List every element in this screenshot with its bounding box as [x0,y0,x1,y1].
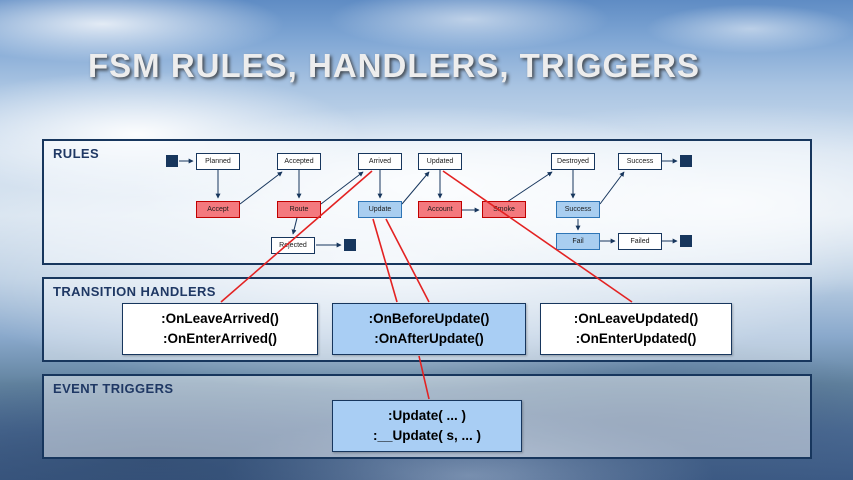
fsm-node-accepted: Accepted [277,153,321,170]
fsm-node-route: Route [277,201,321,218]
handler-line: :OnEnterArrived() [162,331,277,346]
end-terminal-square-rejected [344,239,356,251]
fsm-node-updated: Updated [418,153,462,170]
fsm-node-success-state: Success [618,153,662,170]
transition-handlers-panel-title: TRANSITION HANDLERS [53,284,216,299]
start-terminal-square [166,155,178,167]
handler-line: :OnAfterUpdate() [374,331,484,346]
fsm-node-fail: Fail [556,233,600,250]
fsm-node-arrived: Arrived [358,153,402,170]
handler-line: :OnEnterUpdated() [575,331,697,346]
fsm-node-planned: Planned [196,153,240,170]
fsm-node-success-event: Success [556,201,600,218]
slide-title: FSM RULES, HANDLERS, TRIGGERS [88,47,701,84]
fsm-node-destroyed: Destroyed [551,153,595,170]
fsm-node-failed: Failed [618,233,662,250]
rules-panel-title: RULES [53,146,100,161]
handler-box-update: :OnBeforeUpdate() :OnAfterUpdate() [332,303,526,355]
trigger-line: :__Update( s, ... ) [372,428,482,443]
fsm-node-smoke: Smoke [482,201,526,218]
handler-box-arrived: :OnLeaveArrived() :OnEnterArrived() [122,303,318,355]
event-triggers-panel-title: EVENT TRIGGERS [53,381,174,396]
handler-line: :OnLeaveUpdated() [573,311,699,327]
fsm-node-rejected: Rejected [271,237,315,254]
end-terminal-square-success [680,155,692,167]
trigger-line: :Update( ... ) [388,408,466,424]
handler-box-updated: :OnLeaveUpdated() :OnEnterUpdated() [540,303,732,355]
end-terminal-square-failed [680,235,692,247]
fsm-node-account: Account [418,201,462,218]
handler-line: :OnLeaveArrived() [161,311,279,327]
fsm-node-update: Update [358,201,402,218]
handler-line: :OnBeforeUpdate() [368,311,490,327]
fsm-node-accept: Accept [196,201,240,218]
trigger-box-update: :Update( ... ) :__Update( s, ... ) [332,400,522,452]
